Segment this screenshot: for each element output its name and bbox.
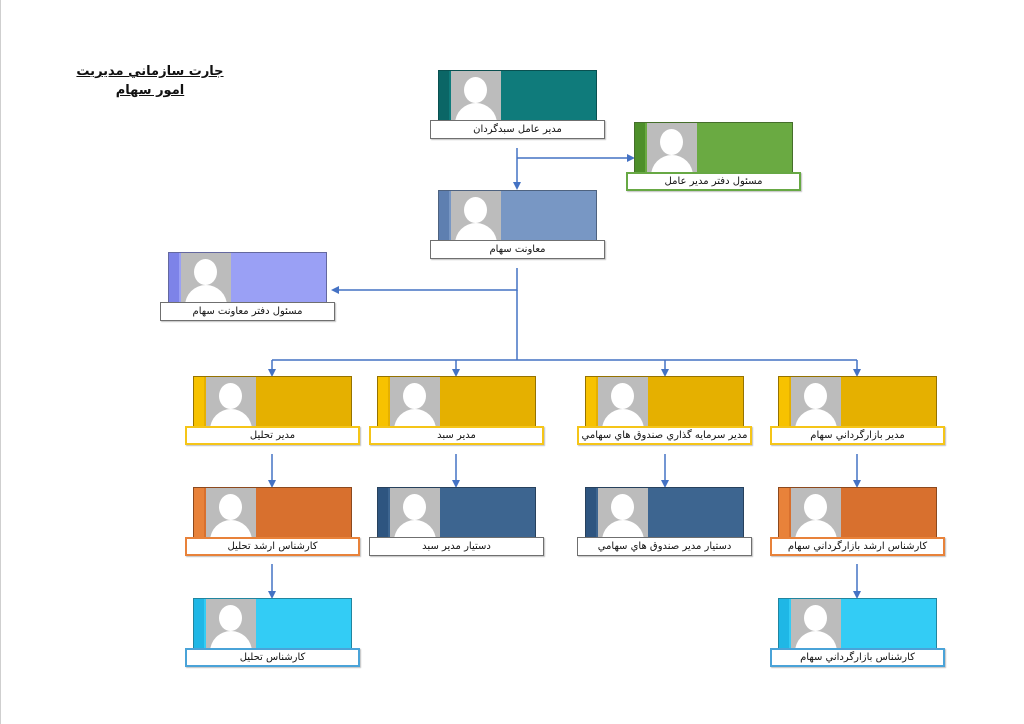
node-label: كارشناس بازارگرداني سهام: [770, 648, 945, 667]
org-node-fund-manager: مدير سرمايه گذاري صندوق هاي سهامي: [577, 376, 752, 454]
org-node-fund-assistant: دستيار مدير صندوق هاي سهامي: [577, 487, 752, 565]
node-color-strip: [378, 377, 388, 439]
node-card: [438, 70, 597, 134]
node-color-strip: [194, 599, 204, 659]
node-label: كارشناس ارشد بازارگرداني سهام: [770, 537, 945, 556]
org-node-senior-market-maker: كارشناس ارشد بازارگرداني سهام: [770, 487, 945, 565]
node-label: مدير بازارگرداني سهام: [770, 426, 945, 445]
node-label: مسئول دفتر مدير عامل: [626, 172, 801, 191]
org-node-vp-office: مسئول دفتر معاونت سهام: [160, 252, 335, 328]
node-label: مدير تحليل: [185, 426, 360, 445]
node-color-strip: [194, 488, 204, 550]
node-label: دستيار مدير سبد: [369, 537, 544, 556]
node-color-strip: [439, 191, 449, 253]
node-color-strip: [194, 377, 204, 439]
node-color-strip: [586, 377, 596, 439]
person-placeholder-icon: [791, 599, 841, 651]
node-label: مدير سرمايه گذاري صندوق هاي سهامي: [577, 426, 752, 445]
node-color-strip: [779, 377, 789, 439]
person-placeholder-icon: [451, 191, 501, 243]
node-color-strip: [586, 488, 596, 550]
node-color-strip: [779, 599, 789, 659]
org-node-market-maker: كارشناس بازارگرداني سهام: [770, 598, 945, 674]
org-node-ceo: مدير عامل سبدگردان: [430, 70, 605, 148]
person-placeholder-icon: [647, 123, 697, 175]
person-placeholder-icon: [791, 377, 841, 429]
person-placeholder-icon: [598, 488, 648, 540]
org-node-analysis-manager: مدير تحليل: [185, 376, 360, 454]
person-placeholder-icon: [206, 377, 256, 429]
node-label: معاونت سهام: [430, 240, 605, 259]
org-node-vp-equity: معاونت سهام: [430, 190, 605, 268]
org-node-senior-analyst: كارشناس ارشد تحليل: [185, 487, 360, 565]
node-color-strip: [779, 488, 789, 550]
node-label: مدير سبد: [369, 426, 544, 445]
node-color-strip: [635, 123, 645, 183]
connector-vp-to-office: [331, 268, 518, 294]
org-node-portfolio-manager: مدير سبد: [369, 376, 544, 454]
node-color-strip: [169, 253, 179, 313]
org-node-market-making-manager: مدير بازارگرداني سهام: [770, 376, 945, 454]
node-label: مدير عامل سبدگردان: [430, 120, 605, 139]
node-color-strip: [439, 71, 449, 133]
node-label: كارشناس ارشد تحليل: [185, 537, 360, 556]
person-placeholder-icon: [390, 377, 440, 429]
node-label: دستيار مدير صندوق هاي سهامي: [577, 537, 752, 556]
node-label: مسئول دفتر معاونت سهام: [160, 302, 335, 321]
person-placeholder-icon: [451, 71, 501, 123]
person-placeholder-icon: [206, 488, 256, 540]
person-placeholder-icon: [791, 488, 841, 540]
org-node-ceo-office: مسئول دفتر مدير عامل: [626, 122, 801, 198]
person-placeholder-icon: [390, 488, 440, 540]
chart-title: جارت سازماني مديريت امور سهام: [76, 64, 224, 98]
node-label: كارشناس تحليل: [185, 648, 360, 667]
person-placeholder-icon: [181, 253, 231, 305]
person-placeholder-icon: [598, 377, 648, 429]
page-edge: [0, 0, 1, 724]
org-node-analyst: كارشناس تحليل: [185, 598, 360, 674]
org-node-portfolio-assistant: دستيار مدير سبد: [369, 487, 544, 565]
node-color-strip: [378, 488, 388, 550]
person-placeholder-icon: [206, 599, 256, 651]
